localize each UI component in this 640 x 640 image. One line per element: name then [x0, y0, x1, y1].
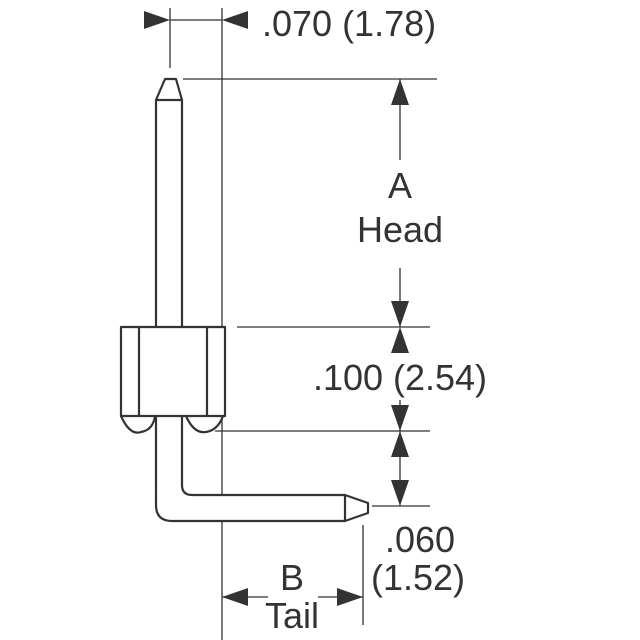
arrow-down-icon	[391, 480, 409, 506]
tail-dimension: B Tail	[222, 557, 363, 636]
tail-offset-label: .060	[385, 519, 455, 560]
pitch-dimension: .070 (1.78)	[144, 3, 436, 640]
arrow-up-icon	[391, 79, 409, 105]
arrow-down-icon	[391, 405, 409, 431]
spacer-dim-label: .100 (2.54)	[313, 357, 487, 398]
arrow-right-icon	[337, 588, 363, 606]
pin-head	[154, 77, 184, 327]
tail-offset-mm-label: (1.52)	[371, 557, 465, 598]
vertical-dimensions: A Head .100 (2.54) .060 (1.52)	[313, 79, 487, 598]
tail-word: Tail	[265, 595, 319, 636]
head-letter: A	[388, 165, 412, 206]
arrow-down-icon	[391, 301, 409, 327]
pin-tail	[154, 416, 370, 523]
arrow-up-icon	[391, 327, 409, 353]
arrow-left-icon	[222, 11, 248, 29]
pitch-dim-label: .070 (1.78)	[262, 3, 436, 44]
tail-letter: B	[280, 557, 304, 598]
arrow-right-icon	[144, 11, 170, 29]
plastic-housing	[119, 325, 227, 434]
arrow-up-icon	[391, 431, 409, 457]
head-word: Head	[357, 209, 443, 250]
arrow-left-icon	[222, 588, 248, 606]
